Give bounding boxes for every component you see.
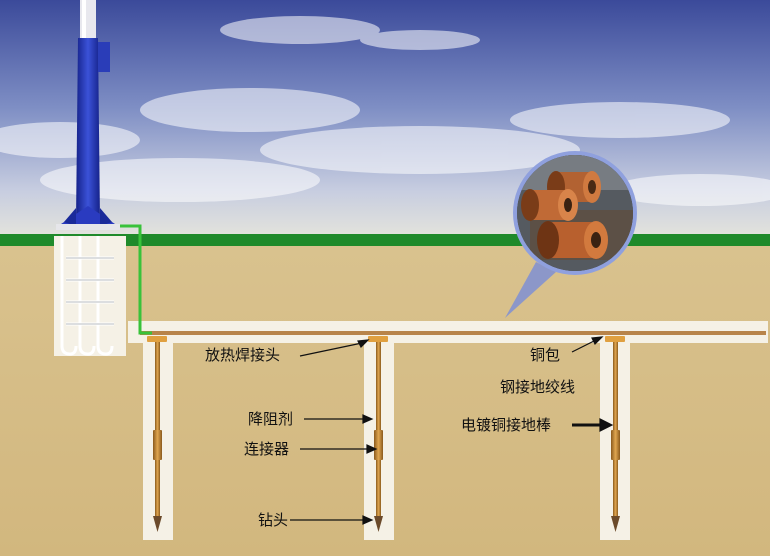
label-connector: 连接器 [244,440,290,458]
ground-rod-2 [368,336,388,532]
label-resistance-reducer: 降阻剂 [248,410,294,428]
tower-foundation-pit [54,236,126,356]
label-copper-rod: 电镀铜接地棒 [461,416,552,434]
label-drill-head: 钻头 [258,511,289,529]
green-down-conductor [118,224,152,335]
wire-coil-callout [505,151,637,318]
label-copper-clad-line2: 钢接地绞线 [500,378,576,396]
ground-rod-3 [605,336,625,532]
label-copper-clad-line1: 铜包 [530,346,561,364]
label-leaders [290,336,614,525]
label-exothermic-weld: 放热焊接头 [205,346,281,364]
ground-rod-1 [147,336,167,532]
lightning-tower [56,0,120,230]
clouds [0,16,770,206]
copper-clad-strand-wire [140,331,766,335]
